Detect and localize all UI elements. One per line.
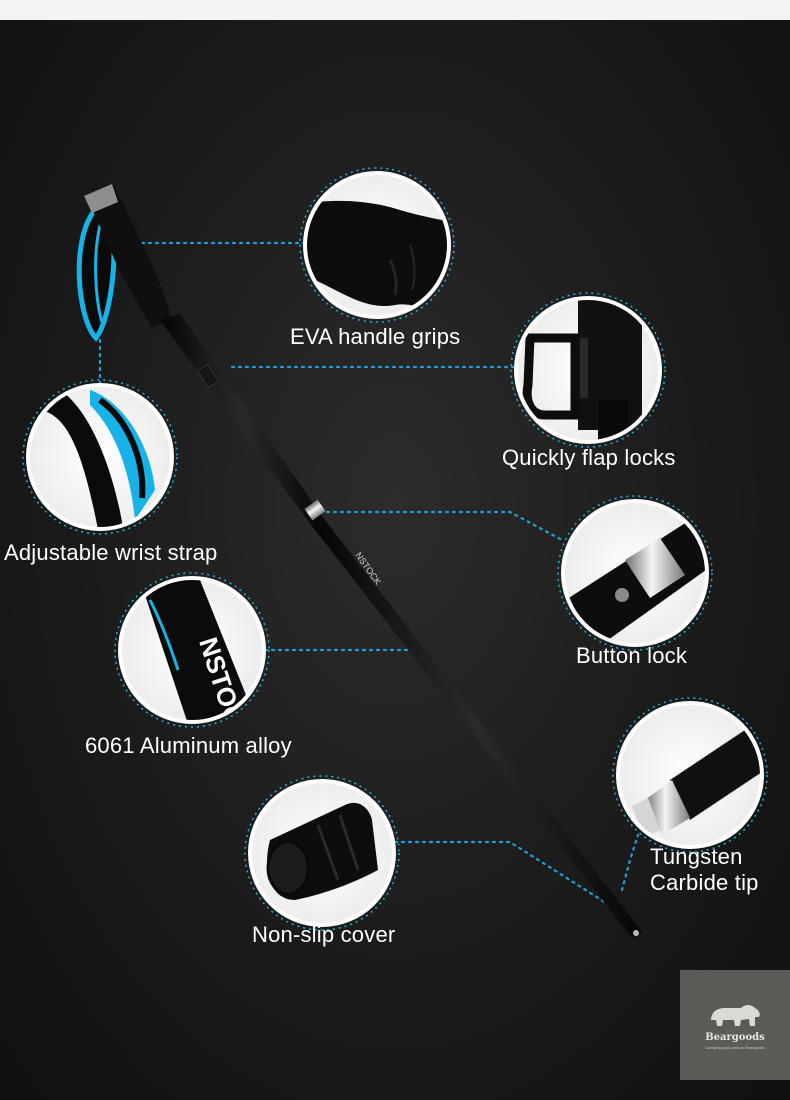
- brand-watermark: Beargoods Camping and outdoor Beargoods: [680, 970, 790, 1080]
- label-non-slip: Non-slip cover: [252, 922, 396, 947]
- bubble-wrist-strap: [22, 379, 178, 535]
- bubble-eva-grip: [299, 167, 455, 323]
- bubble-flap-lock: [510, 292, 666, 448]
- label-flap-locks: Quickly flap locks: [502, 445, 676, 470]
- infographic-artwork: NSTOCK: [22, 167, 768, 938]
- product-infographic: NSTOCK: [0, 20, 790, 1100]
- pole-shaft-lower: [312, 520, 642, 938]
- connector-tip: [620, 833, 640, 892]
- label-aluminum: 6061 Aluminum alloy: [85, 733, 292, 758]
- connector-cover: [393, 840, 627, 917]
- trekking-pole: NSTOCK: [76, 184, 642, 938]
- bear-logo-icon: [711, 1005, 760, 1026]
- label-tungsten-line1: Tungsten: [650, 844, 743, 869]
- label-button-lock: Button lock: [576, 643, 688, 668]
- bubble-non-slip-cover: [244, 775, 400, 931]
- label-tungsten-line2: Carbide tip: [650, 870, 759, 895]
- connector-lines: [98, 241, 640, 917]
- pole-shaft-upper: [160, 314, 325, 526]
- pole-grip: [86, 185, 172, 328]
- bubble-button-lock: [557, 495, 713, 651]
- brand-tagline: Camping and outdoor Beargoods: [705, 1045, 765, 1050]
- bubble-tungsten-tip: [612, 697, 768, 853]
- brand-name: Beargoods: [705, 1032, 765, 1043]
- connector-button: [325, 510, 564, 542]
- label-eva-grips: EVA handle grips: [290, 324, 461, 349]
- label-wrist-strap: Adjustable wrist strap: [4, 540, 218, 565]
- bubble-aluminum: NSTOCK: [114, 572, 270, 728]
